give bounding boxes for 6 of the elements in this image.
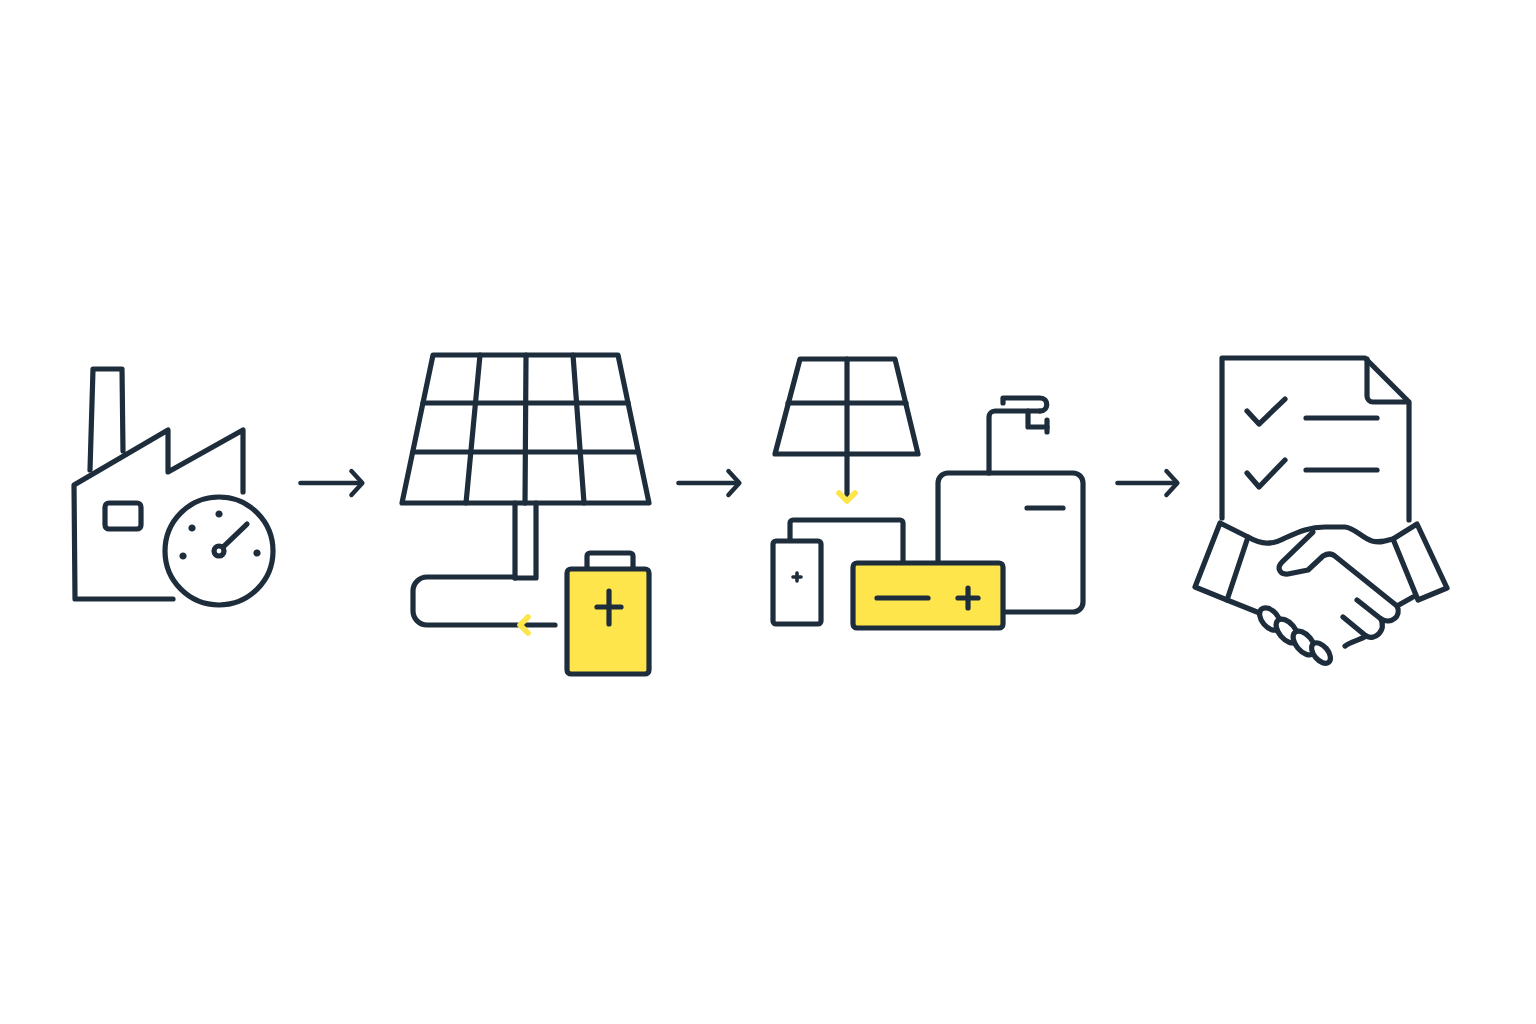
contract-handshake-illustration bbox=[1192, 355, 1450, 666]
factory-gauge-illustration bbox=[71, 366, 276, 608]
arrow bbox=[1115, 468, 1180, 498]
arrow bbox=[676, 468, 742, 498]
solar-storage-illustration bbox=[770, 356, 1086, 631]
solar-panel-battery-illustration bbox=[399, 352, 652, 677]
